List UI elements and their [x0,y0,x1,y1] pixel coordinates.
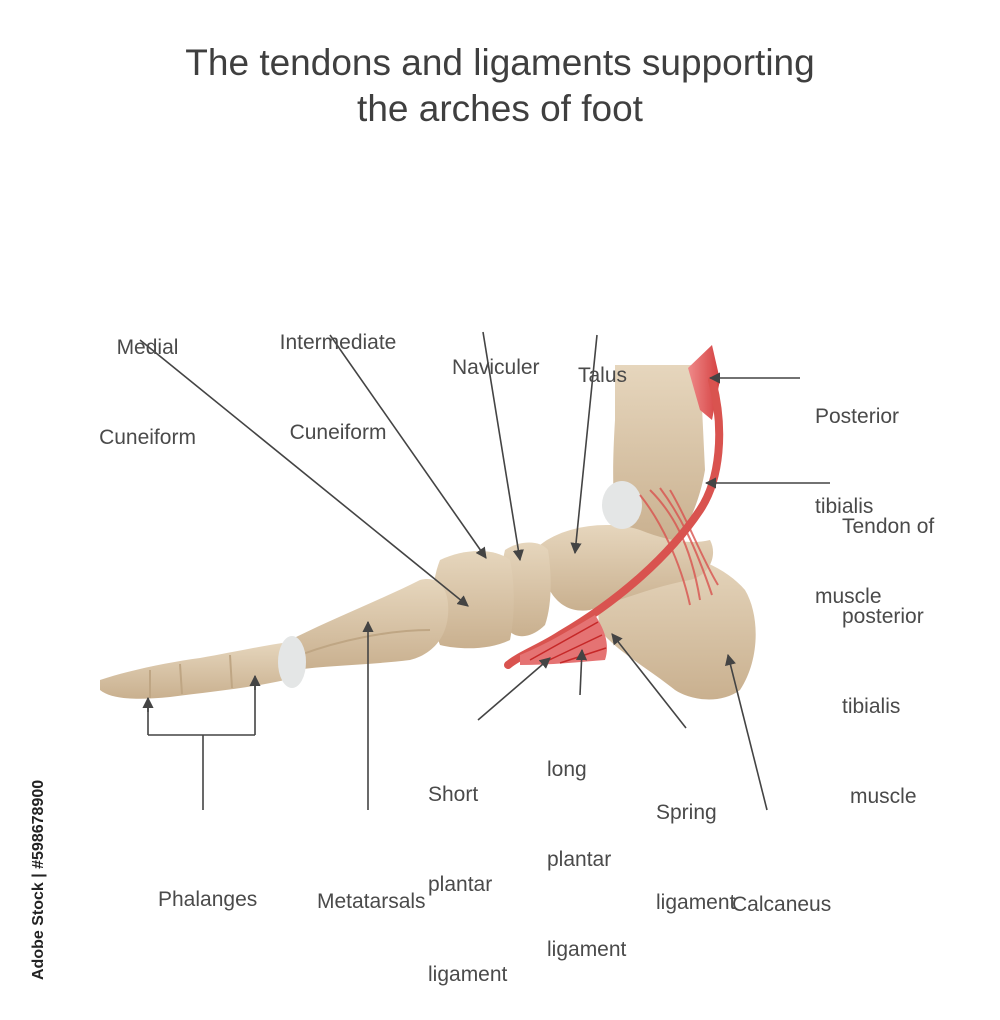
cuneiform-bones [432,551,514,649]
sesamoid-cartilage [278,636,306,688]
label-metatarsals: Metatarsals [317,890,426,913]
naviculer-arrow [482,331,524,562]
label-medial-cuneiform: Medial Cuneiform [99,336,196,449]
calcaneus-arrow [725,653,768,811]
label-intermediate-cuneiform: Intermediate Cuneiform [279,331,397,444]
long-plantar-arrow [575,648,588,696]
label-calcaneus: Calcaneus [732,893,832,916]
label-talus: Talus [578,364,628,387]
title-line-2: the arches of foot [357,88,643,129]
label-phalanges: Phalanges [158,888,258,911]
stock-watermark: Adobe Stock | #598678900 [30,779,47,980]
page-title: The tendons and ligaments supporting the… [0,40,1000,132]
leader-lines [139,331,830,811]
intermediate-cuneiform-arrow [329,334,487,559]
label-tendon-posterior-tibialis: Tendon of posterior tibialis muscle [842,515,935,808]
ankle-ligament-fibers [639,487,719,606]
metatarsal-bones [283,579,449,670]
navicular-bone [501,542,551,637]
label-posterior-tibialis-muscle: Posterior tibialis muscle [815,405,900,608]
label-long-plantar-ligament: long plantar ligament [547,758,627,961]
phalanges-bracket [147,678,256,810]
label-spring-ligament: Spring ligament [656,801,736,914]
posterior-tibialis-muscle [688,345,720,420]
short-plantar-arrow [477,657,551,721]
title-line-1: The tendons and ligaments supporting [185,42,815,83]
talus-cartilage [602,481,642,529]
talus-arrow [570,334,598,555]
medial-cuneiform-arrow [139,339,469,607]
phalanges-bones [100,642,295,699]
label-short-plantar-ligament: Short plantar ligament [428,783,508,986]
label-naviculer: Naviculer [452,356,540,379]
spring-ligament-arrow [611,633,687,729]
